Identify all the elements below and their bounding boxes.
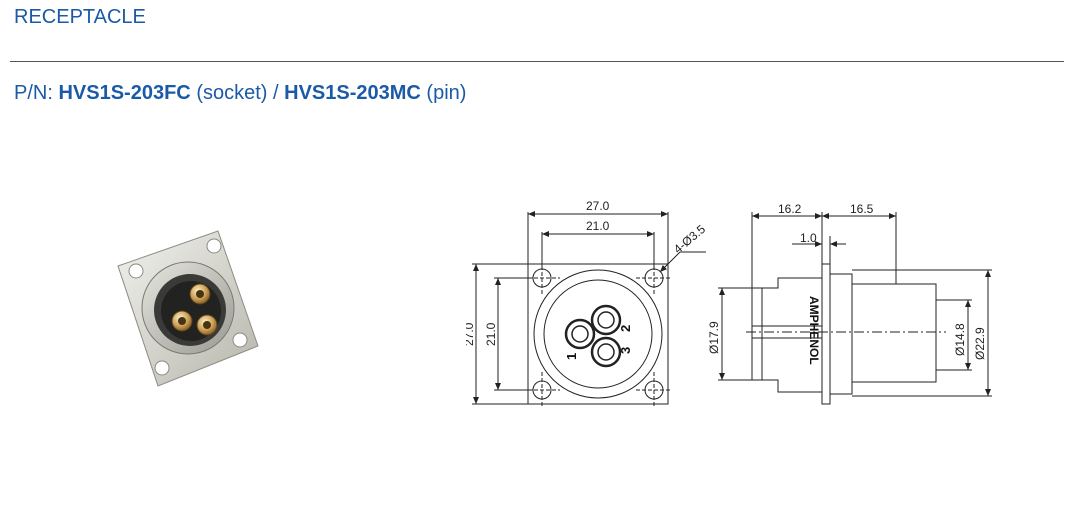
front-height-label: 27.0 [466, 322, 476, 346]
page-title: RECEPTACLE [14, 6, 146, 28]
hole-callout-label: 4-Ø3.5 [671, 222, 708, 257]
dia-shell-label: Ø14.8 [953, 323, 967, 356]
front-view [472, 211, 706, 408]
dia-rear-label: Ø17.9 [707, 321, 721, 354]
pin-description: (pin) [426, 82, 467, 104]
dia-flange-label: Ø22.9 [973, 327, 987, 360]
pin-1-label: 1 [564, 353, 579, 360]
pin-part-number: HVS1S-203MC [284, 82, 421, 104]
dimension-drawing: 27.0 21.0 27.0 21.0 4-Ø3.5 1 2 3 16.2 16… [466, 199, 992, 408]
part-number-line: P/N: HVS1S-203FC (socket) / HVS1S-203MC … [14, 82, 466, 105]
pn-separator: / [273, 82, 279, 104]
receptacle-photo [117, 230, 259, 387]
divider [10, 61, 1064, 62]
side-length-rear-label: 16.2 [778, 202, 802, 216]
front-width-label: 27.0 [586, 199, 610, 213]
brand-marking: AMPHENOL [807, 296, 821, 365]
pin-2-label: 2 [618, 325, 633, 332]
socket-part-number: HVS1S-203FC [58, 82, 191, 104]
side-length-front-label: 16.5 [850, 202, 874, 216]
socket-description: (socket) [196, 82, 268, 104]
pn-prefix: P/N: [14, 82, 53, 104]
flange-thickness-label: 1.0 [800, 231, 817, 245]
pin-3-label: 3 [618, 347, 633, 354]
front-hole-spacing-v-label: 21.0 [484, 322, 498, 346]
front-hole-spacing-h-label: 21.0 [586, 219, 610, 233]
side-view [718, 212, 992, 405]
